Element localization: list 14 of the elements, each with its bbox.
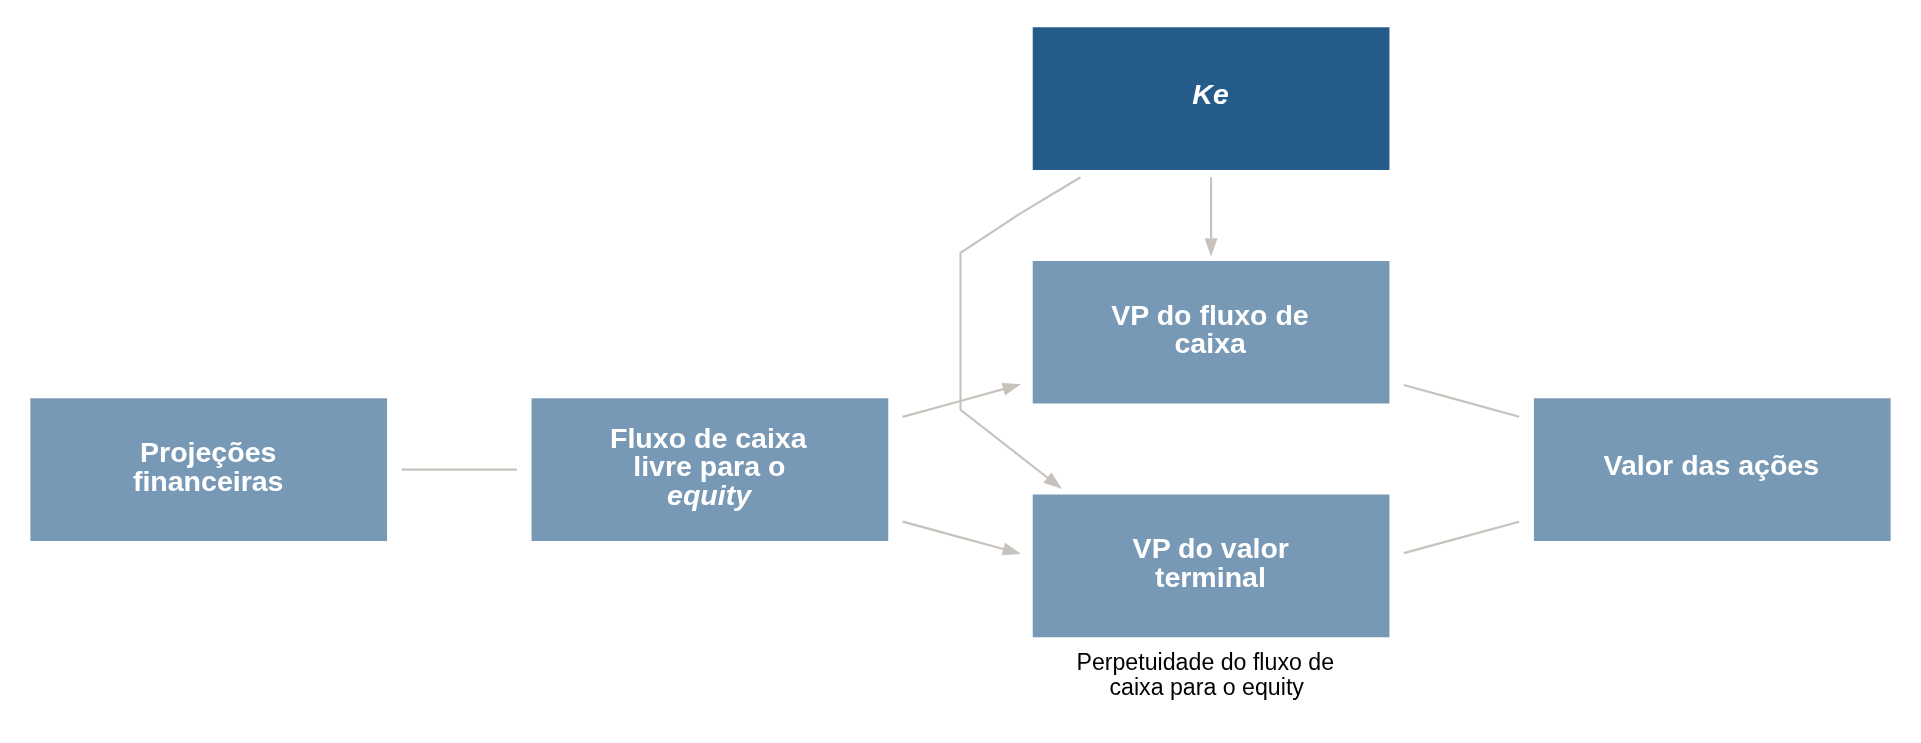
arrow: [959, 176, 1082, 490]
node-box: VP do valor terminal: [1032, 494, 1390, 638]
connector: [401, 468, 517, 471]
connector: [1403, 383, 1520, 418]
arrow: [902, 382, 1022, 418]
arrow: [1204, 177, 1218, 257]
node-box: Valor das ações: [1533, 398, 1891, 541]
node-box: VP do fluxo de caixa: [1032, 260, 1390, 404]
node-box: Ke: [1032, 27, 1390, 170]
connector: [1403, 520, 1520, 555]
arrow: [902, 520, 1022, 556]
node-box: Fluxo de caixa livre para o equity: [531, 398, 889, 541]
node-label: Perpetuidade do fluxo de caixa para o equity: [1076, 649, 1335, 701]
node-box: Projeções financeiras: [30, 398, 388, 541]
